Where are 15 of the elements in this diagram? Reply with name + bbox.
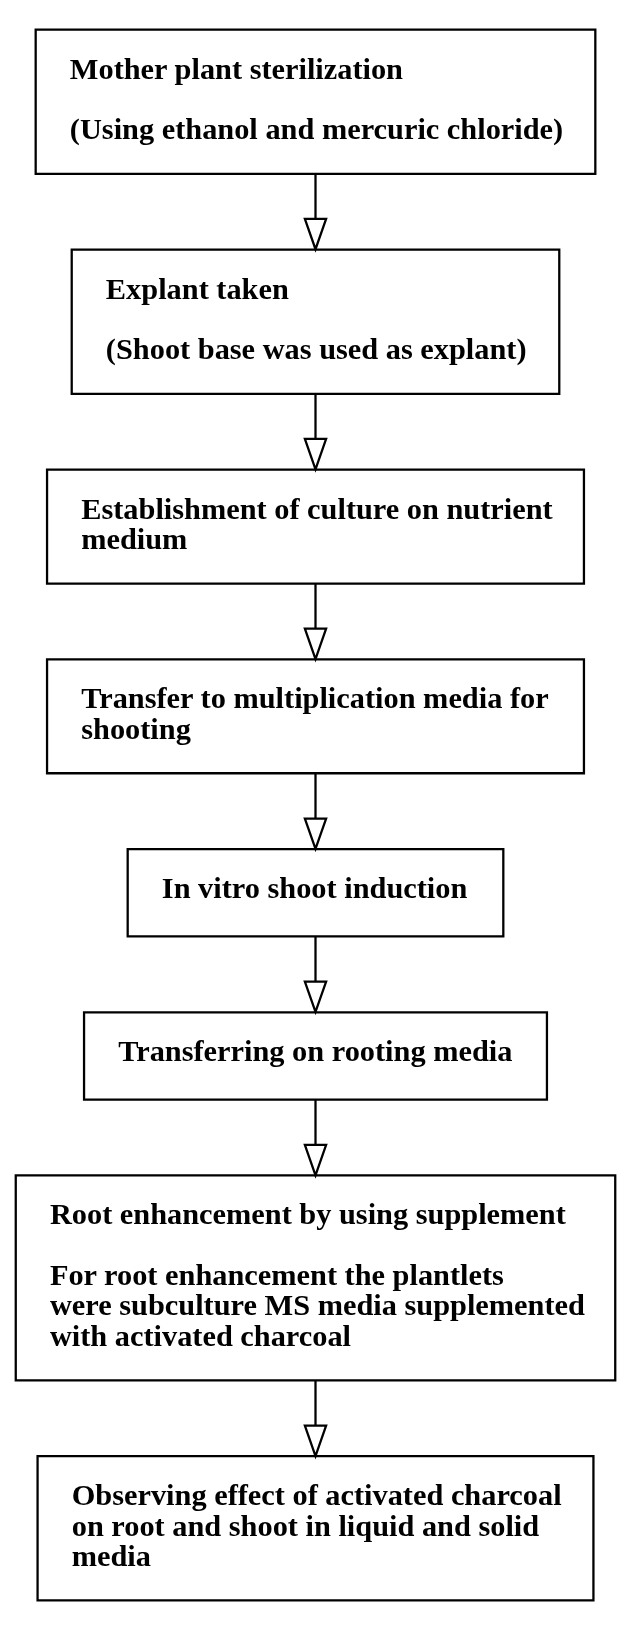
node-box: Root enhancement by using supplement For root enhancement the plantlets were subculture MS media supplemented with activated charcoal (14, 1173, 617, 1381)
arrow (303, 393, 328, 473)
node-box: Explant taken (Shoot base was used as explant) (70, 248, 561, 395)
arrow (303, 173, 328, 253)
node-box: Transfer to multiplication media for shooting (45, 657, 586, 774)
arrow (303, 1380, 328, 1460)
node-box: Mother plant sterilization (Using ethanol and mercuric chloride) (34, 27, 597, 175)
arrow (303, 583, 328, 663)
node-box: In vitro shoot induction (126, 847, 505, 938)
node-box: Establishment of culture on nutrient medium (45, 468, 586, 585)
arrow (303, 1099, 328, 1179)
node-box: Observing effect of activated charcoal on root and shoot in liquid and solid media (36, 1454, 595, 1602)
arrow (303, 936, 328, 1015)
arrow (303, 772, 328, 852)
node-box: Transferring on rooting media (82, 1010, 549, 1101)
